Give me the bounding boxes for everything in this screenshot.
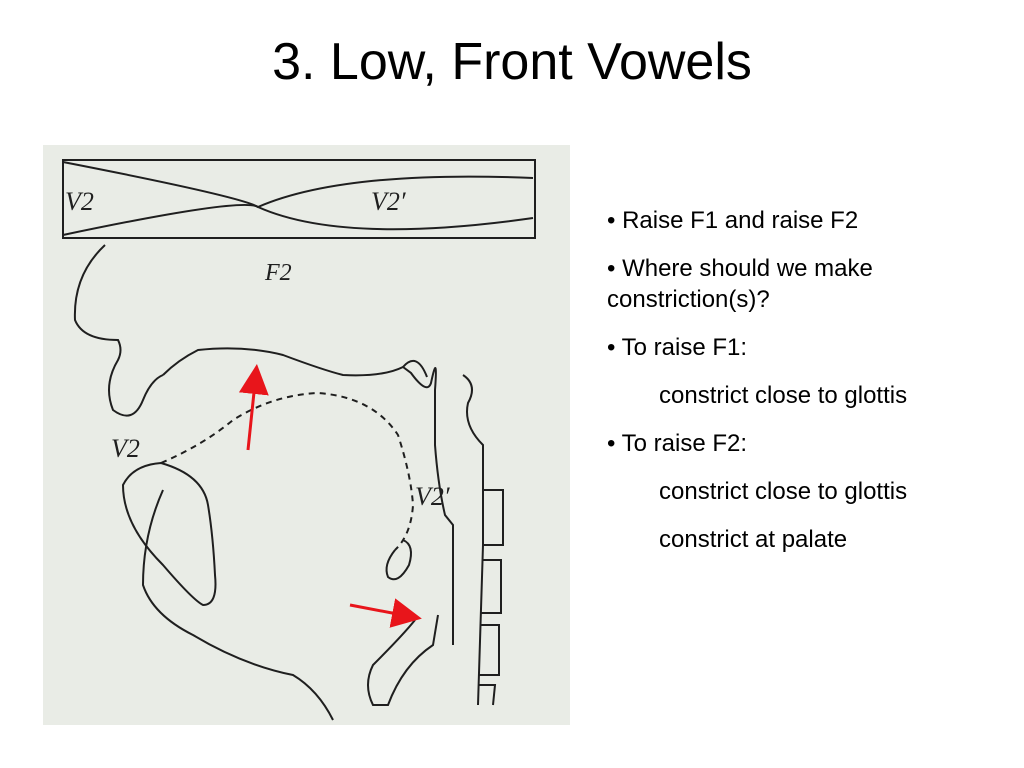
vertebra-1 <box>483 489 504 546</box>
label-f2: F2 <box>264 260 292 286</box>
spine-line <box>462 374 484 706</box>
palate-pharynx-wall <box>162 347 454 645</box>
label-v2prime-throat: V2′ <box>415 482 450 511</box>
bullet-raise-f1-f2: • Raise F1 and raise F2 <box>607 207 859 234</box>
sub-bullet-f2-palate: constrict at palate <box>659 526 848 553</box>
arrow-glottis-constriction <box>349 598 422 628</box>
bullet-to-raise-f1: • To raise F1: <box>607 334 748 361</box>
face-profile <box>73 244 164 417</box>
vocal-tract-diagram: V2 V2′ F2 V2 V2′ <box>62 159 536 721</box>
label-v2-mouth: V2 <box>111 434 140 463</box>
standing-wave-curve-upper <box>62 161 534 231</box>
lower-lip <box>121 461 217 607</box>
epiglottis <box>385 539 412 581</box>
vertebra-3 <box>479 624 500 676</box>
vocal-tract-figure: V2 V2′ F2 V2 V2′ <box>43 145 570 725</box>
standing-wave-curve-lower <box>62 175 534 236</box>
sub-bullet-f2-glottis: constrict close to glottis <box>659 478 908 505</box>
tongue-outline-dashed <box>160 391 415 551</box>
bullet-where-constriction: • Where should we make constriction(s)? <box>607 255 873 313</box>
slide-title: 3. Low, Front Vowels <box>272 33 752 91</box>
vertebra-4 <box>479 684 497 706</box>
larynx <box>367 614 439 706</box>
label-v2-top: V2 <box>65 187 94 216</box>
standing-wave-box <box>62 159 536 239</box>
vertebra-2 <box>481 559 502 614</box>
bullet-list: • Raise F1 and raise F2 • Where should w… <box>607 205 1022 572</box>
jaw-chin <box>141 489 334 721</box>
arrow-palate-constriction <box>238 364 269 451</box>
bullet-to-raise-f2: • To raise F2: <box>607 430 748 457</box>
label-v2prime-top: V2′ <box>371 187 406 216</box>
velum <box>402 359 428 378</box>
sub-bullet-f1-glottis: constrict close to glottis <box>659 382 908 409</box>
